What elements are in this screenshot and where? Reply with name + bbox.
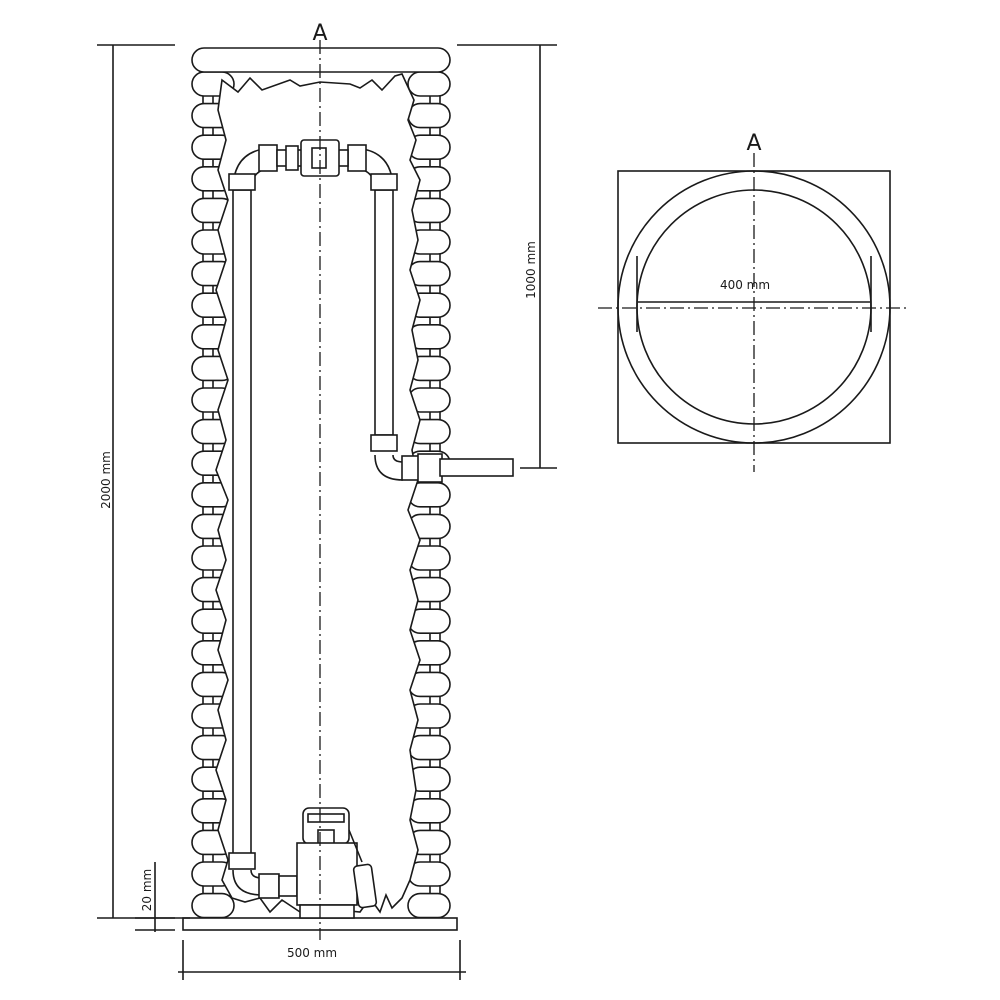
submersible-pump — [296, 807, 378, 919]
coupling — [258, 873, 280, 899]
coupling — [228, 852, 256, 870]
plan-view: 400 mm A — [598, 131, 906, 472]
valve-body — [311, 147, 327, 169]
outlet-pipe — [439, 458, 514, 477]
valve-nut — [285, 145, 299, 171]
rib — [407, 71, 451, 97]
rib — [191, 892, 235, 919]
wall-fitting — [417, 453, 443, 483]
dim-outlet-height: 1000 mm — [524, 241, 538, 299]
dim-height-total: 2000 mm — [99, 451, 113, 509]
section-marker: A — [312, 21, 327, 46]
rib — [407, 892, 451, 919]
dim-base-width: 500 mm — [287, 946, 337, 960]
coupling — [370, 173, 398, 191]
riser-pipe-left — [232, 189, 252, 856]
rib — [407, 734, 451, 761]
riser-pipe-right — [374, 189, 394, 436]
dimensions: 2000 mm 1000 mm 20 mm 500 mm — [97, 44, 557, 980]
coupling — [228, 173, 256, 191]
cutaway-opening — [215, 73, 421, 914]
section-marker: A — [746, 131, 761, 156]
rib — [407, 102, 451, 129]
coupling — [258, 144, 278, 172]
coupling — [347, 144, 367, 172]
pump-connector — [278, 875, 298, 897]
dim-base-thickness: 20 mm — [140, 869, 154, 911]
front-view: A — [182, 21, 514, 940]
coupling — [370, 434, 398, 452]
top-ring — [191, 47, 451, 73]
dim-diameter: 400 mm — [720, 278, 770, 292]
float-switch — [352, 863, 378, 909]
